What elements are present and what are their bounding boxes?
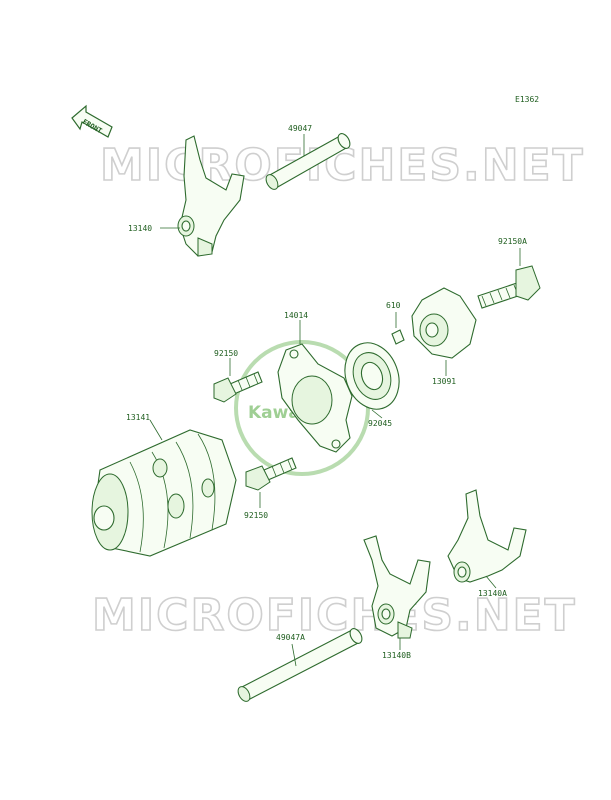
- cam-plate-13091: [411, 287, 477, 359]
- label-13140B: 13140B: [382, 651, 411, 660]
- front-arrow-icon: FRONT: [71, 104, 113, 138]
- plate-14014: [277, 343, 353, 453]
- label-92150-lower: 92150: [244, 511, 268, 520]
- label-49047: 49047: [288, 124, 312, 133]
- label-13141: 13141: [126, 413, 150, 422]
- bolt-92150-lower: [245, 457, 297, 491]
- diagram-code: E1362: [515, 95, 539, 104]
- shaft-49047: [265, 133, 351, 190]
- label-13140A: 13140A: [478, 589, 507, 598]
- label-49047A: 49047A: [276, 633, 305, 642]
- bolt-92150-upper: [213, 371, 263, 403]
- shift-fork-13140A: [447, 489, 527, 583]
- label-14014: 14014: [284, 311, 308, 320]
- watermark-bottom: MICROFICHES.NET: [92, 590, 577, 641]
- shift-fork-13140: [177, 135, 245, 257]
- label-92045: 92045: [368, 419, 392, 428]
- pin-610: [391, 329, 405, 345]
- label-610: 610: [386, 301, 401, 310]
- label-92150-upper: 92150: [214, 349, 238, 358]
- bolt-92150A: [477, 265, 541, 309]
- shift-drum-13141: [91, 429, 237, 557]
- bearing-92045: [344, 342, 400, 410]
- label-13091: 13091: [432, 377, 456, 386]
- shift-fork-13140B: [363, 535, 431, 639]
- label-13140: 13140: [128, 224, 152, 233]
- shaft-49047A: [237, 628, 363, 702]
- label-92150A: 92150A: [498, 237, 527, 246]
